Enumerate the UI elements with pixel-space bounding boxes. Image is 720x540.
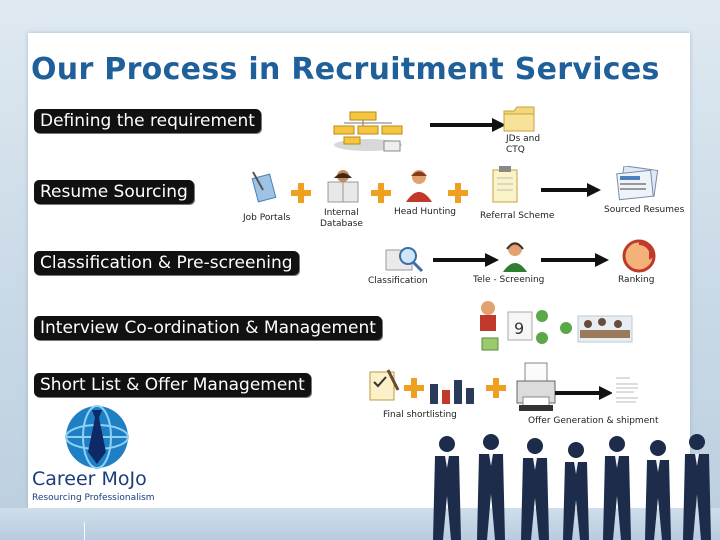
- plus-icon: [447, 182, 469, 204]
- logo-name: Career MoJo: [32, 468, 147, 490]
- arrow-right: [433, 253, 499, 267]
- notepad-icon: [491, 166, 519, 204]
- folder-icon: [502, 103, 536, 133]
- stage-defining-requirement: Defining the requirement: [34, 109, 261, 133]
- pen-icon: [247, 170, 279, 204]
- ranking-icon: [619, 239, 659, 273]
- internal-db-label-line1: Internal: [324, 208, 359, 218]
- bottom-band: [0, 508, 720, 540]
- company-logo: Career MoJo Resourcing Professionalism: [30, 404, 170, 506]
- headset-operator-icon: [500, 240, 530, 272]
- stage-classification: Classification & Pre-screening: [34, 251, 299, 275]
- sourced-resumes-label: Sourced Resumes: [604, 205, 685, 215]
- headhunter-person-icon: [402, 168, 436, 202]
- bottom-divider: [84, 522, 85, 540]
- plus-icon: [290, 182, 312, 204]
- internal-db-label-line2: Database: [320, 219, 363, 229]
- logo-tagline: Resourcing Professionalism: [32, 493, 155, 503]
- page-title: Our Process in Recruitment Services: [31, 52, 660, 87]
- plus-icon: [403, 377, 425, 399]
- business-people-icon: [425, 432, 720, 540]
- document-icon: [610, 372, 644, 412]
- arrow-right: [555, 386, 613, 400]
- bar-chart-icon: [428, 376, 478, 406]
- head-hunting-label: Head Hunting: [394, 207, 457, 217]
- org-chart-icon: [330, 109, 410, 153]
- job-portals-label: Job Portals: [243, 213, 291, 223]
- newspaper-reader-icon: [324, 168, 362, 204]
- magnifier-document-icon: [384, 244, 424, 274]
- stage-interview: Interview Co-ordination & Management: [34, 316, 382, 340]
- arrow-right: [430, 118, 506, 132]
- offer-generation-label: Offer Generation & shipment: [528, 416, 659, 426]
- checklist-icon: [368, 368, 400, 402]
- resume-stack-icon: [612, 165, 660, 202]
- stage-shortlist: Short List & Offer Management: [34, 373, 311, 397]
- stage-resume-sourcing: Resume Sourcing: [34, 180, 194, 204]
- jds-label-line2: CTQ: [506, 145, 525, 155]
- globe-tie-icon: [65, 405, 129, 469]
- final-shortlisting-label: Final shortlisting: [383, 410, 457, 420]
- referral-label: Referral Scheme: [480, 211, 555, 221]
- tele-screening-label: Tele - Screening: [473, 275, 545, 285]
- ranking-label: Ranking: [618, 275, 655, 285]
- arrow-right: [541, 253, 609, 267]
- interview-meeting-icon: 9: [474, 298, 634, 354]
- svg-text:9: 9: [514, 319, 524, 338]
- jds-label-line1: JDs and: [506, 134, 541, 144]
- plus-icon: [485, 377, 507, 399]
- printer-icon: [515, 361, 557, 413]
- arrow-right: [541, 183, 601, 197]
- classification-label: Classification: [368, 276, 428, 286]
- plus-icon: [370, 182, 392, 204]
